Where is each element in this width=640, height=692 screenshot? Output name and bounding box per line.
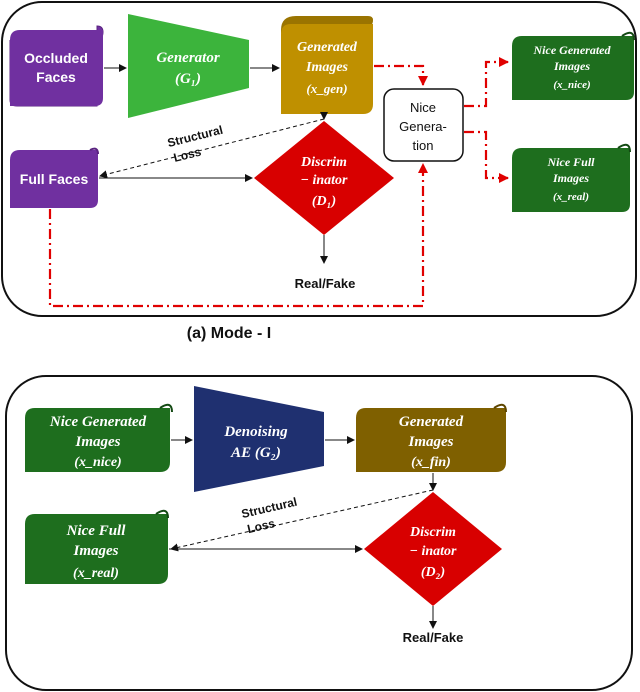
nice-generation-node: Nice Genera- tion	[383, 88, 464, 162]
generated2-label-2: Images	[408, 434, 454, 450]
nice-full-node-1: Nice Full Images (x_real)	[512, 143, 631, 212]
mode1-frame	[1, 1, 637, 317]
nice-gen-label-3: tion	[413, 138, 434, 153]
nice-generated-node-1: Nice Generated Images (x_nice)	[512, 31, 635, 100]
nice-generated-node-2: Nice Generated Images (x_nice)	[25, 403, 173, 472]
occluded-label-1: Occluded	[24, 50, 88, 66]
disc1-label-3: (D₁)	[312, 194, 336, 209]
structural-loss-label-2: Structural Loss	[240, 495, 298, 536]
nice-gen-label-1: Nice	[410, 100, 436, 115]
nice-full2-label-2: Images	[73, 543, 119, 559]
generated-images-node-2: Generated Images (x_fin)	[356, 403, 507, 472]
structural-loss-2-line-2: Loss	[246, 516, 277, 536]
generator-symbol: (G₁)	[175, 71, 201, 87]
nice-gen1-label-3: (x_nice)	[553, 79, 590, 91]
generated2-label-1: Generated	[399, 414, 464, 430]
generated-label-2: Images	[305, 60, 349, 75]
mode1-caption: (a) Mode - I	[187, 325, 271, 342]
disc2-label-2: − inator	[410, 544, 458, 559]
full-faces-label: Full Faces	[20, 171, 89, 187]
nice-full2-label-1: Nice Full	[66, 523, 127, 539]
structural-loss-label-1: Structural Loss	[166, 123, 224, 165]
nice-full1-label-1: Nice Full	[547, 155, 596, 169]
structural-loss-1-line-2: Loss	[172, 145, 203, 165]
full-faces-node: Full Faces	[10, 147, 99, 208]
red-flow-lines	[48, 57, 509, 308]
nice-full2-label-3: (x_real)	[73, 566, 119, 581]
nice-gen2-label-3: (x_nice)	[74, 455, 121, 470]
occluded-faces-node: Occluded Faces	[9, 25, 104, 107]
disc2-label-3: (D₂)	[421, 565, 445, 580]
generator-label: Generator	[156, 50, 219, 66]
nice-full-node-2: Nice Full Images (x_real)	[25, 509, 169, 584]
denoising-label-1: Denoising	[223, 424, 288, 440]
structural-loss-line-1	[99, 118, 325, 179]
discriminator-2-node: Discrim − inator (D₂)	[364, 492, 502, 606]
nice-gen1-label-2: Images	[553, 59, 590, 73]
disc1-label-2: − inator	[301, 173, 349, 188]
generated2-label-3: (x_fin)	[411, 455, 451, 470]
denoising-label-2: AE (G₂)	[230, 445, 281, 461]
nice-full1-label-2: Images	[552, 171, 589, 185]
structural-loss-line-2	[170, 489, 434, 552]
generated-label-3: (x_gen)	[306, 81, 347, 96]
nice-gen2-label-1: Nice Generated	[49, 414, 147, 430]
generated-label-1: Generated	[297, 40, 358, 55]
nice-gen-label-2: Genera-	[399, 119, 447, 134]
real-fake-1: Real/Fake	[295, 276, 356, 291]
denoising-ae-node: Denoising AE (G₂)	[194, 386, 324, 492]
nice-gen1-label-1: Nice Generated	[533, 43, 612, 57]
generated-images-node: Generated Images (x_gen)	[281, 16, 373, 114]
disc2-label-1: Discrim	[409, 525, 456, 540]
disc1-label-1: Discrim	[300, 155, 347, 170]
discriminator-1-node: Discrim − inator (D₁)	[254, 121, 394, 235]
mode2-frame	[5, 375, 633, 691]
nice-gen2-label-2: Images	[75, 434, 121, 450]
real-fake-2: Real/Fake	[403, 630, 464, 645]
generator-node: Generator (G₁)	[128, 14, 249, 118]
occluded-label-2: Faces	[36, 69, 76, 85]
nice-full1-label-3: (x_real)	[553, 191, 589, 203]
